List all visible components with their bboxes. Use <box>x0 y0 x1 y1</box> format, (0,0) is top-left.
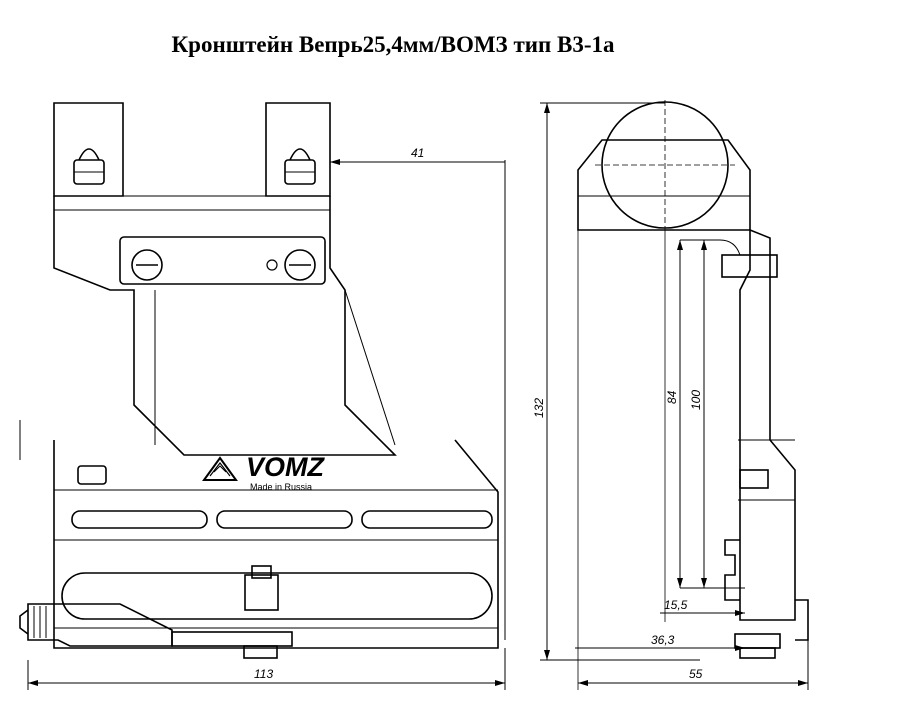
dim-15-5: 15,5 <box>664 598 688 612</box>
side-view <box>540 100 809 690</box>
dim-132: 132 <box>532 398 546 418</box>
logo-tagline: Made in Russia <box>250 482 312 492</box>
logo-brand: VOMZ <box>246 452 326 482</box>
dim-100: 100 <box>689 390 703 410</box>
dim-113: 113 <box>254 667 273 681</box>
jaw-screw-left <box>73 148 105 185</box>
dim-36-3: 36,3 <box>651 633 675 647</box>
drawing-title: Кронштейн Вепрь25,4мм/ВОМЗ тип В3-1а <box>171 32 615 57</box>
front-view <box>19 102 506 690</box>
jaw-screw-right <box>284 148 316 185</box>
dim-84: 84 <box>665 390 679 404</box>
dim-41: 41 <box>411 146 424 160</box>
vomz-logo <box>202 456 238 481</box>
dim-55: 55 <box>689 667 703 681</box>
